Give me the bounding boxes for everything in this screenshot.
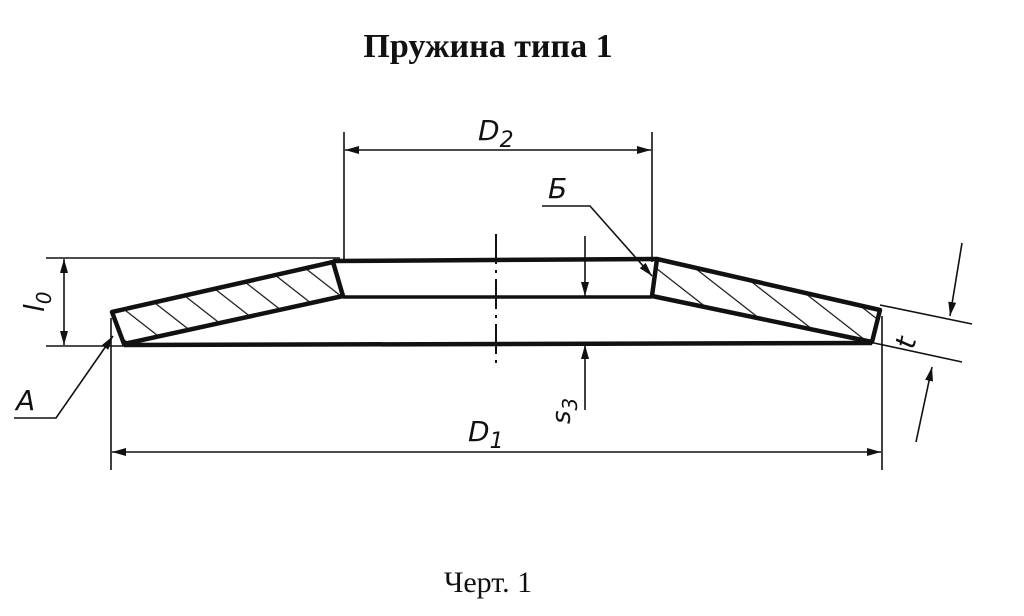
l0-label: l0	[18, 291, 56, 312]
right-section-hatch	[649, 256, 883, 345]
b-leader	[542, 205, 653, 277]
a-label: A	[14, 384, 35, 417]
t-label: t	[889, 333, 924, 352]
d2-label: D2	[478, 114, 514, 153]
figure-caption: Черт. 1	[443, 566, 533, 599]
d1-label: D1	[468, 415, 504, 454]
t-arrow-lower	[915, 366, 933, 443]
t-arrow-upper	[948, 242, 963, 317]
a-leader	[14, 335, 114, 419]
bottom-edge	[123, 340, 873, 348]
left-section-hatch	[109, 259, 346, 347]
drawing-title: Пружина типа 1	[363, 28, 613, 65]
t-extension-upper	[879, 304, 973, 325]
b-label: Б	[548, 172, 567, 205]
s3-label: s3	[547, 398, 582, 424]
t-extension-lower	[873, 342, 963, 363]
